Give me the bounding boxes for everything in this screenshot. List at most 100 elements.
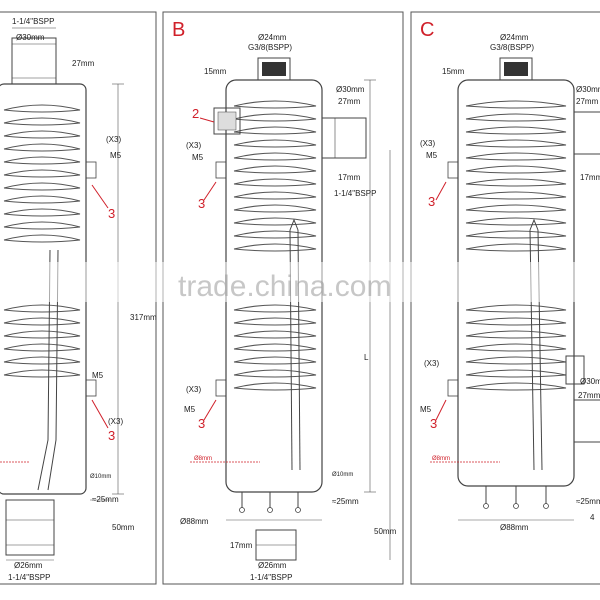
panel-c-m5-bot-boss [447,379,459,397]
coil-turn [465,165,567,174]
coil-turn [233,191,317,200]
panel-c-side-dia2: Ø30m [580,377,600,386]
panel-b-ref2: 2 [192,106,199,121]
panel-a-bot-dia: Ø26mm [14,561,43,570]
panel-b-letter: B [172,19,185,41]
panel-a-coils [3,104,81,378]
panel-b-side-dia: Ø30mm [336,85,365,94]
coil-turn [233,330,317,339]
panel-b-top-len: 15mm [204,67,227,76]
coil-turn [465,113,567,122]
coil-turn [3,156,81,165]
panel-c-m5-top-boss [447,161,459,179]
coil-turn [465,178,567,187]
panel-b-height: L [364,353,369,362]
panel-a-top-dia: Ø30mm [16,33,45,42]
panel-c-edge-num: 4 [590,513,595,522]
coil-turn [465,230,567,239]
panel-b-side-fitting [321,117,367,159]
coil-turn [3,130,81,139]
panel-a-bot-len2: 50mm [112,523,135,532]
coil-turn [233,113,317,122]
coil-turn [465,100,567,109]
panel-a-tube-dia: Ø10mm [90,474,111,480]
coil-turn [3,104,81,113]
panel-b-bot-dia: Ø26mm [258,561,287,570]
coil-turn [233,178,317,187]
panel-b-side-thread: 1-1/4"BSPP [334,189,376,198]
panel-a-m5-top-boss [85,161,97,179]
coil-turn [3,369,81,378]
panel-c-side-fitting-top [573,111,600,155]
panel-a-m5-bot-boss [85,379,97,397]
coil-turn [3,234,81,243]
panel-b-x3-top: (X3) [186,141,201,150]
panel-c-x3-bot: (X3) [424,359,439,368]
panel-c-coils [465,100,567,391]
coil-turn [233,139,317,148]
coil-turn [233,204,317,213]
panel-a-top-len: 27mm [72,59,95,68]
panel-a-x3-bot: (X3) [108,417,123,426]
coil-turn [233,243,317,252]
watermark: trade.china.com [178,270,391,303]
panel-c-m5-top: M5 [426,151,438,160]
coil-turn [465,330,567,339]
coil-turn [3,221,81,230]
coil-turn [3,117,81,126]
coil-turn [465,356,567,365]
panel-b-bot-len2: 50mm [374,527,397,536]
panel-c-ref3a: 3 [428,194,435,209]
coil-turn [233,343,317,352]
panel-b-side-len: 27mm [338,97,361,106]
panel-c-top-dia: Ø24mm [500,33,529,42]
panel-a-x3-top: (X3) [106,135,121,144]
panel-c-side-fitting-bot [573,399,600,443]
coil-turn [233,165,317,174]
coil-turn [465,139,567,148]
panel-b-m5-top-boss [215,161,227,179]
panel-c-side-len2: 17mm [580,173,600,182]
coil-turn [3,208,81,217]
panel-b-boss-2 [213,107,241,135]
coil-turn [3,169,81,178]
panel-b-m5-top: M5 [192,153,204,162]
panel-c-top-len: 15mm [442,67,465,76]
panel-c: C Ø24mm G3/8(BSPP) 15mm Ø30mm 27 [420,19,600,532]
panel-c-red-label: Ø8mm [432,456,450,462]
panel-b-top-thread: G3/8(BSPP) [248,43,292,52]
panel-a-top-thread: 1-1/4"BSPP [12,17,54,26]
coil-turn [465,217,567,226]
coil-turn [233,152,317,161]
panel-a-bot-len: ≈25mm [92,495,119,504]
panel-c-m5-bot: M5 [420,405,432,414]
coil-turn [233,304,317,313]
coil-turn [465,369,567,378]
coil-turn [233,356,317,365]
coil-turn [3,195,81,204]
panel-a-m5-bot: M5 [92,371,104,380]
panel-b-coils [233,100,317,391]
coil-turn [3,182,81,191]
coil-turn [465,382,567,391]
coil-turn [465,126,567,135]
coil-turn [3,304,81,313]
coil-turn [233,369,317,378]
panel-c-top-thread: G3/8(BSPP) [490,43,534,52]
coil-turn [3,343,81,352]
panel-a-bot-thread: 1-1/4"BSPP [8,573,50,582]
panel-c-pins [483,486,549,509]
panel-c-ref3b: 3 [430,416,437,431]
panel-a-height: 317mm [130,313,157,322]
panel-b-pins [239,492,301,513]
panel-c-base-dia: Ø88mm [500,523,529,532]
coil-turn [3,143,81,152]
panel-a: 1-1/4"BSPP Ø30mm 27mm (X3) M5 3 317mm M5… [0,17,157,582]
panel-a-ref3a: 3 [108,206,115,221]
panel-b-x3-bot: (X3) [186,385,201,394]
panel-b-bot-len: ≈25mm [332,497,359,506]
coil-turn [465,317,567,326]
panel-b-bot-len3: 17mm [230,541,253,550]
coil-turn [465,152,567,161]
